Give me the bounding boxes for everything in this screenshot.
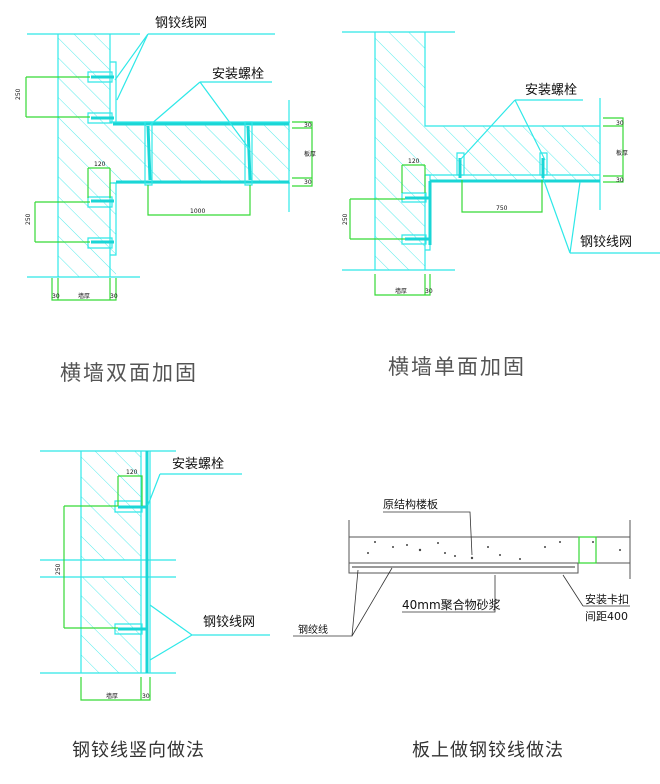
panel-slab-strand: 原结构楼板 40mm聚合物砂浆 安装卡扣 间距400 钢绞线 板上做钢铰线做法 <box>293 497 631 761</box>
dim-wall: 墙厚 <box>106 692 118 700</box>
panel-vertical-strand: 120 250 墙厚 30 安装螺栓 钢铰线网 钢铰线竖向做法 <box>40 450 270 761</box>
dim-slab: 板厚 <box>616 149 628 157</box>
dim-bolt-spacing: 1000 <box>190 208 205 215</box>
caption: 板上做钢铰线做法 <box>412 740 564 761</box>
dim-slab-top: 30 <box>304 122 312 129</box>
mortar-layer <box>348 562 579 574</box>
panel-double-sided-wall: 250 250 120 1000 30 板厚 30 30 墙厚 30 钢铰线网 … <box>15 16 316 385</box>
original-slab <box>348 536 631 564</box>
mesh-label: 钢铰线网 <box>155 16 207 31</box>
caption: 横墙单面加固 <box>388 355 526 379</box>
dim-layer-left: 30 <box>52 293 60 300</box>
clip-spacing: 间距400 <box>585 610 628 623</box>
mortar-label: 40mm聚合物砂浆 <box>402 597 501 612</box>
dim-spacing: 250 <box>55 563 62 575</box>
dim-slab-bottom: 30 <box>616 177 624 184</box>
bolt-brackets <box>87 71 114 249</box>
bolt-label: 安装螺栓 <box>525 83 577 98</box>
dim-spacing-lower: 250 <box>25 213 32 225</box>
dim-wall: 墙厚 <box>395 287 407 295</box>
strand-label: 钢绞线 <box>298 623 328 636</box>
panel-single-sided-wall: 120 250 750 30 板厚 30 墙厚 30 安装螺栓 钢铰线网 横墙单… <box>342 31 660 379</box>
dim-layer: 30 <box>142 693 150 700</box>
dim-layer: 30 <box>425 288 433 295</box>
dim-slab-bottom: 30 <box>304 179 312 186</box>
dim-layer-right: 30 <box>110 293 118 300</box>
dim-anchor: 120 <box>126 469 138 476</box>
dim-anchor: 120 <box>94 161 106 168</box>
bolt-label: 安装螺栓 <box>212 67 264 82</box>
dim-slab: 板厚 <box>304 150 316 158</box>
caption: 钢铰线竖向做法 <box>72 740 205 761</box>
caption: 横墙双面加固 <box>60 361 198 385</box>
dim-spacing: 250 <box>342 213 349 225</box>
wall-hatch <box>81 451 141 673</box>
bolt-label: 安装螺栓 <box>172 457 224 472</box>
mesh-label: 钢铰线网 <box>203 615 255 630</box>
dim-slab-top: 30 <box>616 120 624 127</box>
wall-hatch <box>375 32 600 270</box>
dim-anchor: 120 <box>408 158 420 165</box>
dim-wall: 墙厚 <box>78 292 90 300</box>
concrete-aggregate <box>367 541 621 560</box>
dim-bolt-spacing: 750 <box>496 205 508 212</box>
mesh-label: 钢铰线网 <box>580 235 632 250</box>
slab-label: 原结构楼板 <box>383 497 438 511</box>
dim-spacing-upper: 250 <box>15 88 22 100</box>
clip-label: 安装卡扣 <box>585 592 629 606</box>
